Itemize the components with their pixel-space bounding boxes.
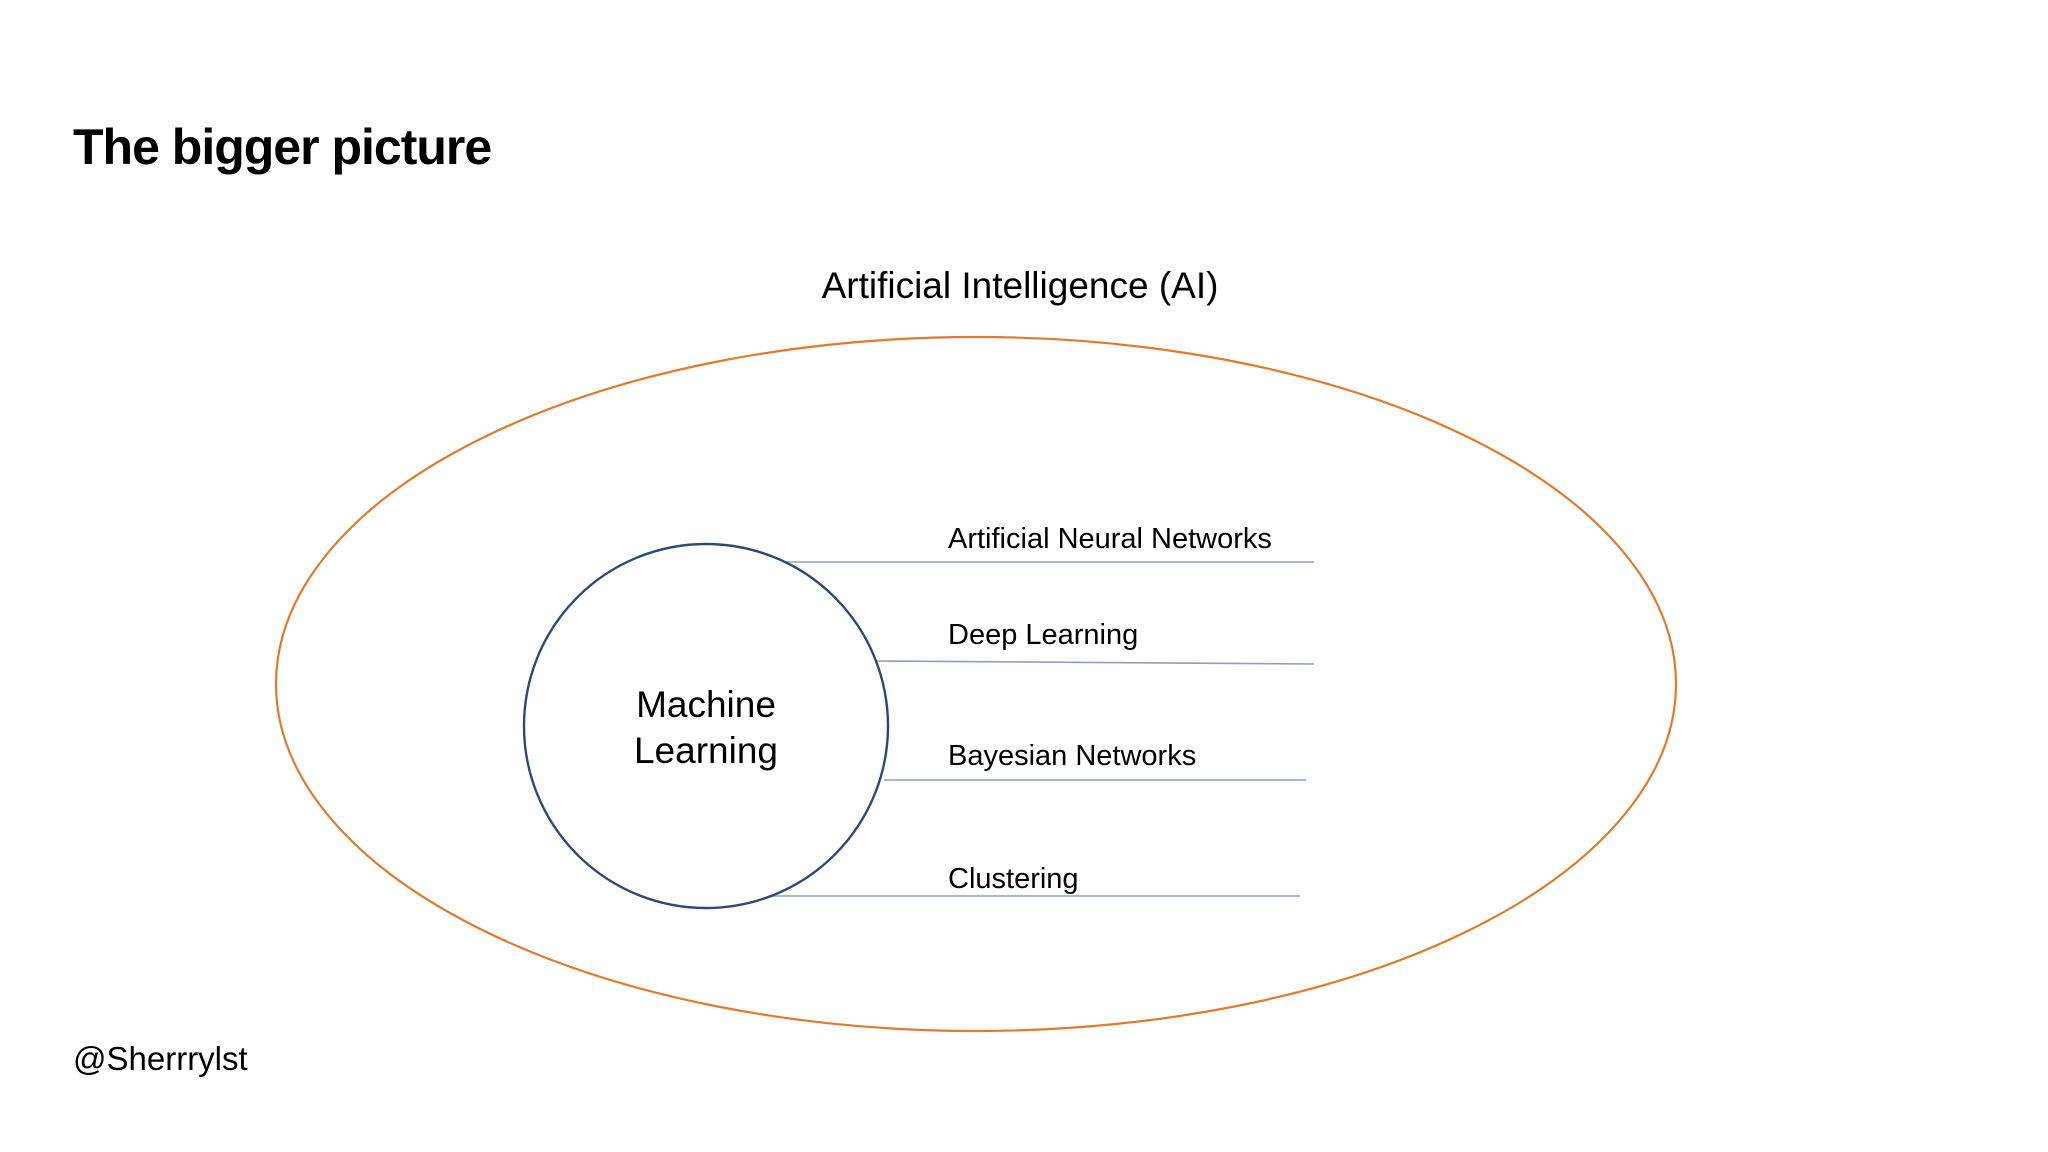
branch-label-clustering: Clustering — [948, 863, 1079, 895]
branch-label-bayesian-networks: Bayesian Networks — [948, 740, 1196, 772]
branch-label-deep-learning: Deep Learning — [948, 619, 1138, 651]
branch-line-deep-learning — [875, 660, 1315, 665]
branch-label-neural-networks: Artificial Neural Networks — [948, 523, 1272, 555]
machine-learning-label-line2: Learning — [634, 730, 778, 771]
machine-learning-circle — [522, 542, 890, 910]
machine-learning-label-line1: Machine — [636, 684, 776, 725]
ai-label: Artificial Intelligence (AI) — [822, 265, 1219, 306]
ai-ellipse — [274, 335, 1678, 1033]
author-handle: @Sherrrylst — [73, 1040, 248, 1077]
slide-title: The bigger picture — [73, 119, 492, 175]
